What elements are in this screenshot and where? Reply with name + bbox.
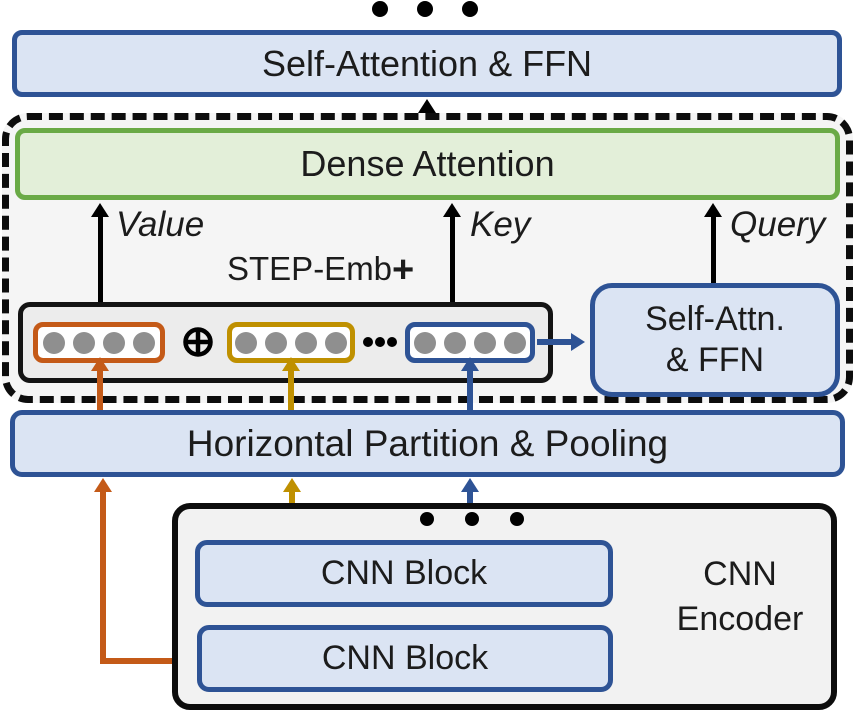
token-dot	[103, 331, 125, 354]
dense-attention-box: Dense Attention	[15, 128, 840, 200]
query-arrow	[711, 216, 716, 283]
horizontal-partition-pooling-box: Horizontal Partition & Pooling	[10, 410, 845, 477]
value-arrow	[98, 216, 103, 302]
gold-arrow	[288, 370, 294, 411]
self-attn-ffn-box: Self-Attn. & FFN	[590, 283, 840, 397]
gold-arrow-head	[283, 478, 301, 492]
key-arrow-head	[443, 203, 461, 217]
self-attention-ffn-box: Self-Attention & FFN	[12, 30, 842, 97]
orange-arrow-head	[94, 478, 112, 492]
cnn-block-top: CNN Block	[195, 540, 613, 607]
token-dot	[474, 331, 496, 354]
orange-arrow-head	[91, 357, 109, 371]
cnn-encoder-label-line2: Encoder	[676, 599, 804, 638]
token-dot	[43, 331, 65, 354]
horizontal-partition-pooling-label: Horizontal Partition & Pooling	[186, 422, 669, 464]
self-attn-line2: & FFN	[665, 341, 765, 379]
token-dot	[325, 331, 347, 354]
cnn-block-label: CNN Block	[321, 639, 489, 677]
arrow-up-icon	[418, 99, 436, 113]
token-dot	[295, 331, 317, 354]
blue-arrow	[467, 370, 473, 411]
circled-plus-icon	[183, 327, 213, 357]
query-arrow-head	[704, 203, 722, 217]
token-dot	[133, 331, 155, 354]
token-to-selfattn-arrow	[537, 339, 573, 345]
self-attn-line1: Self-Attn.	[645, 299, 785, 338]
cnn-block-label: CNN Block	[320, 554, 488, 592]
value-label: Value	[116, 205, 205, 244]
key-label: Key	[470, 205, 531, 244]
orange-arrow-elbow	[100, 658, 200, 664]
ellipsis-icon	[372, 1, 478, 17]
token-dot	[504, 331, 526, 354]
step-emb-label: STEP-Emb+	[227, 251, 414, 289]
dense-attention-label: Dense Attention	[300, 143, 555, 184]
self-attention-ffn-label: Self-Attention & FFN	[261, 42, 593, 84]
token-dot	[73, 331, 95, 354]
blue-arrow-head	[461, 357, 479, 371]
query-label: Query	[730, 205, 826, 244]
ellipsis-icon	[420, 512, 524, 526]
arrow-right-icon	[571, 333, 585, 351]
cnn-block-bottom: CNN Block	[197, 625, 613, 692]
orange-arrow	[97, 370, 103, 411]
value-arrow-head	[91, 203, 109, 217]
token-dot	[444, 331, 466, 354]
token-dot	[414, 331, 436, 354]
step-emb-text: STEP-Emb	[227, 250, 393, 287]
token-dot	[265, 331, 287, 354]
key-arrow	[450, 216, 455, 302]
orange-arrow	[100, 491, 106, 661]
gold-arrow-head	[282, 357, 300, 371]
plus-icon: +	[392, 249, 415, 291]
cnn-encoder-label-line1: CNN	[703, 555, 777, 593]
blue-arrow-head	[461, 478, 479, 492]
token-dot	[235, 331, 257, 354]
cnn-encoder-label: CNN Encoder	[640, 552, 840, 642]
ellipsis-icon	[363, 337, 399, 347]
blue-arrow	[467, 491, 473, 504]
